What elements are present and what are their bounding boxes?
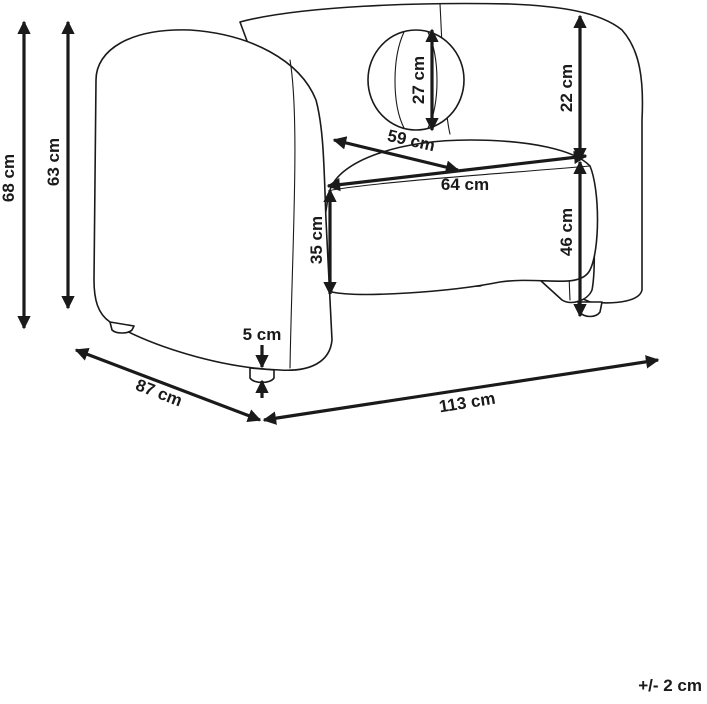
left-front-leg — [249, 367, 275, 384]
back-height-label: 63 cm — [44, 138, 63, 186]
seat-width-label: 64 cm — [441, 175, 489, 194]
tolerance-note: +/- 2 cm — [638, 676, 702, 695]
left-back-leg — [109, 321, 135, 334]
armchair-drawing — [93, 2, 644, 384]
seat-width-line — [326, 150, 588, 192]
dimension-lines — [17, 14, 660, 425]
seat-height-label: 35 cm — [307, 216, 326, 264]
left-arm — [93, 29, 333, 372]
depth-line — [74, 348, 262, 422]
pillow-height-label: 27 cm — [409, 56, 428, 104]
round-pillow — [367, 29, 465, 131]
width-line — [262, 355, 660, 425]
total-height-label: 68 cm — [0, 154, 18, 202]
back-above-seat-label: 22 cm — [557, 64, 576, 112]
left-arm-inner-seam — [289, 59, 296, 369]
leg-height-label: 5 cm — [243, 325, 282, 344]
arm-height-label: 46 cm — [557, 208, 576, 256]
